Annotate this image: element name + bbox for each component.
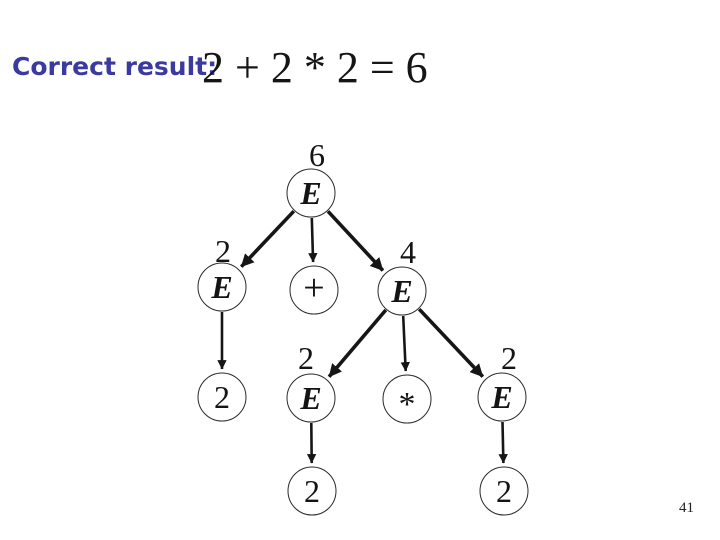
node-circle [377,266,427,316]
node-annotation: 2 [501,340,517,376]
tree-node-e-mid: E2 [286,340,336,423]
tree-edge-root-to-e-right [326,210,385,272]
tree-edge-e-right-2-to-leaf-2-right [498,421,508,464]
node-label: E [490,379,512,415]
node-circle [287,466,337,516]
tree-node-op-star: * [382,374,432,424]
node-label: E [390,273,412,309]
tree-edge-root-to-e-left [239,209,296,268]
node-circle [286,168,336,218]
node-circle [479,466,529,516]
node-label: E [299,380,321,416]
node-label: E [210,269,232,305]
node-label: 2 [214,379,230,415]
tree-node-e-right-2: E2 [477,340,527,422]
tree-node-root: E6 [286,137,336,218]
tree-node-leaf-2-right: 2 [479,466,529,516]
node-label: + [303,267,324,309]
tree-node-op-plus: + [289,265,339,315]
node-circle [477,372,527,422]
page-number: 41 [679,500,694,516]
tree-node-e-left: E2 [197,233,247,312]
tree-edge-root-to-op-plus [308,217,318,263]
tree-node-leaf-2-mid: 2 [287,466,337,516]
node-label: 2 [304,473,320,509]
node-circle [197,372,247,422]
node-circle [382,374,432,424]
tree-edge-e-right-to-e-right-2 [417,307,485,378]
tree-edge-e-right-to-e-mid [327,308,388,378]
tree-edges [217,209,508,464]
node-annotation: 4 [400,234,416,270]
node-label: E [299,175,321,211]
tree-edge-e-right-to-op-star [400,315,410,372]
expression-formula: 2 + 2 * 2 = 6 [202,43,428,92]
node-circle [286,373,336,423]
tree-node-leaf-2-left: 2 [197,372,247,422]
node-annotation: 2 [215,233,231,269]
tree-node-e-right: E4 [377,234,427,316]
node-label: 2 [496,473,512,509]
node-circle [197,262,247,312]
node-annotation: 6 [309,137,325,173]
slide-title: Correct result: [12,52,218,81]
node-annotation: 2 [298,340,314,376]
node-label: * [399,386,416,423]
node-circle [289,265,339,315]
